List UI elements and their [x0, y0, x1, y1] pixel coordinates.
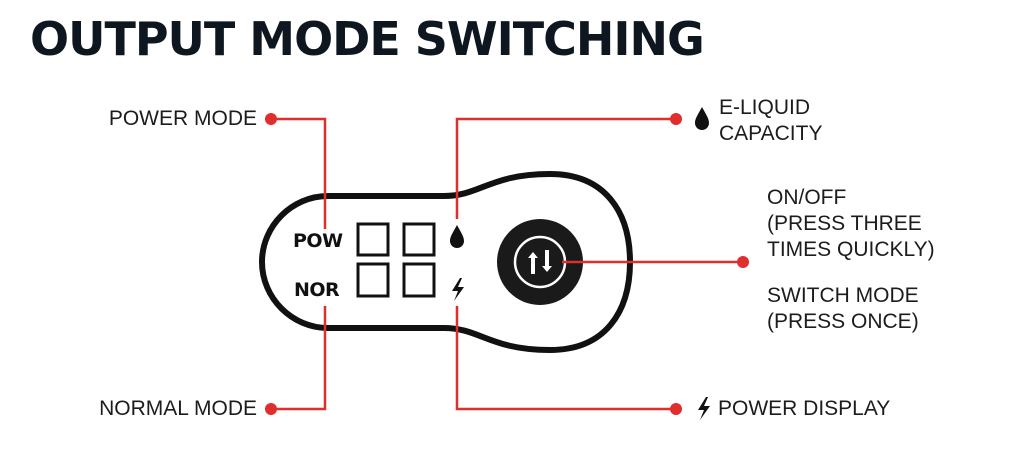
switch-arrows-icon — [528, 250, 552, 274]
label-onoff-line3: TIMES QUICKLY) — [767, 238, 935, 261]
label-onoff: ON/OFF (PRESS THREE TIMES QUICKLY) — [767, 185, 935, 263]
callout-eliquid-line — [455, 117, 675, 219]
pow-indicator: POW — [293, 230, 343, 252]
label-eliquid-line2: CAPACITY — [719, 122, 823, 145]
device-outline — [258, 170, 634, 354]
dot-button — [737, 256, 749, 268]
nor-indicator: NOR — [294, 279, 340, 301]
digit-2 — [402, 222, 436, 298]
drop-icon — [695, 107, 709, 130]
callout-power-mode-line — [272, 117, 327, 229]
label-onoff-line1: ON/OFF — [767, 186, 847, 209]
lightning-icon — [698, 397, 710, 420]
dot-eliquid — [670, 113, 682, 125]
label-switch-mode: SWITCH MODE (PRESS ONCE) — [767, 283, 919, 335]
callout-dots — [265, 113, 749, 415]
lightning-icon — [452, 278, 464, 301]
label-switch-line1: SWITCH MODE — [767, 284, 919, 307]
callout-power-display-line — [455, 306, 675, 411]
label-eliquid: E-LIQUID CAPACITY — [719, 95, 822, 147]
dot-power-display — [670, 403, 682, 415]
label-power-mode: POWER MODE — [108, 107, 257, 130]
label-normal-mode: NORMAL MODE — [99, 397, 257, 420]
dot-normal-mode — [265, 403, 277, 415]
label-power-display: POWER DISPLAY — [718, 397, 891, 420]
dot-power-mode — [265, 113, 277, 125]
label-eliquid-line1: E-LIQUID — [719, 96, 811, 119]
drop-icon — [450, 225, 464, 248]
digit-display — [356, 222, 436, 298]
label-onoff-line2: (PRESS THREE — [767, 212, 922, 235]
page-title: OUTPUT MODE SWITCHING — [30, 12, 705, 66]
digit-1 — [356, 222, 390, 298]
callout-normal-mode-line — [272, 306, 327, 411]
label-switch-line2: (PRESS ONCE) — [767, 310, 919, 333]
callout-lines — [272, 117, 742, 411]
